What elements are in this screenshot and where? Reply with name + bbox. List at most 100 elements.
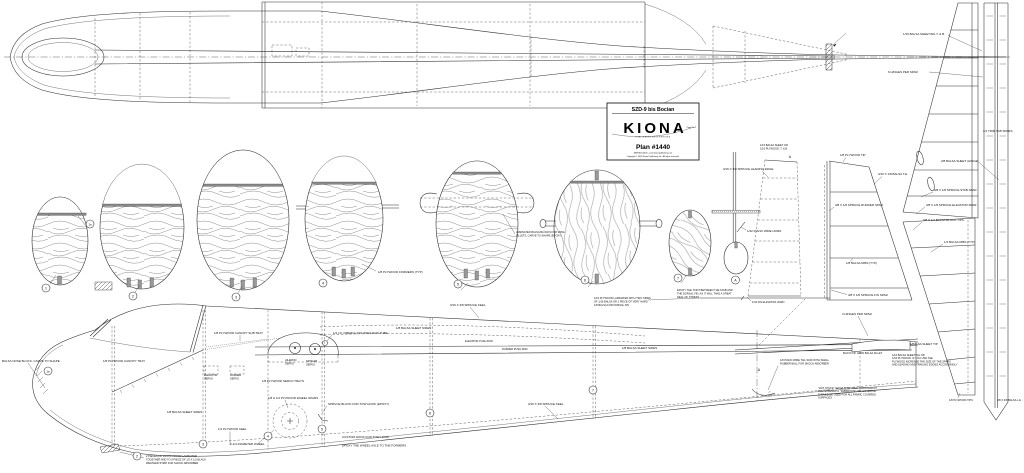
label-fin-spar: 3/8 X 1/8 SPRUCE FIN SPAR	[848, 293, 889, 297]
station-7-tag: 7	[592, 388, 594, 392]
label-sheet-sides-2: 1/8 BALSA SHEET SIDES	[396, 326, 431, 330]
station-6-tag: 6	[429, 411, 431, 415]
dorsal-fin-note: 1/16 PLYWOOD LAMINATED WITH TWO SIDES OF…	[594, 296, 701, 307]
label-wing-fillets-1: LAMINATED BALSA BLOCKS FOR WING	[516, 230, 565, 234]
fin-frame-view: 1/8 PLYWOOD TIP 3/16 X 1/8 BALSA T.E. 3/…	[824, 153, 913, 301]
label-canopy-tray: 1/8 PLYWOOD CANOPY TRAY	[103, 359, 145, 363]
former-7-tag: 7	[677, 276, 679, 280]
plan-number: Plan #1440	[636, 144, 670, 151]
label-trim-tab-spars: 1/4 TRIM TAB SPARS	[983, 129, 1012, 133]
label-shock-note-1: 2 PIECES OF 1/16 PLYWOOD LAMINATED	[146, 454, 197, 458]
weather-strip-part	[94, 281, 113, 291]
label-plywood-tip: 1/8 PLYWOOD TIP	[840, 153, 866, 157]
label-rudder-spar: 3/8 X 1/8 SPRUCE RUDDER SPAR	[835, 203, 884, 207]
label-plywood-tips: 1/8 PLYWOOD TIPS	[949, 398, 973, 402]
label-balsa-le: 3/8 X 3/8 BALSA L.E.	[997, 398, 1022, 402]
label-plywood-formers: 1/8 PLYWOOD FORMERS (TYP)	[378, 270, 423, 274]
label-spoiler-servo-2: SERVO	[306, 362, 315, 366]
station-5-tag: 5	[321, 427, 323, 431]
label-stab-joint-3: DEAL OF STRESS	[677, 295, 699, 299]
page-note: Page 1 of 2	[687, 127, 696, 129]
label-balsa-sheet-tip: 3/8 BALSA SHEET TIP	[907, 342, 938, 346]
label-spruce-keel-bottom: 3/16 X 3/8 SPRUCE KEEL	[528, 402, 564, 406]
stab-hinge-strip: 1/16 BALSA SHEETING T. & B. 6 HINGES PER…	[888, 2, 1012, 421]
label-covering-note-4: AND LEADING AND TRAILING EDGES ACCORDING…	[892, 363, 958, 367]
title-block: SZD-9 bis Bocian KIONA PUBLISHING ENTERP…	[606, 102, 700, 161]
fuselage-top-view	[4, 1, 1010, 111]
wing-saddle-top-view	[261, 1, 707, 111]
former-2: 2	[99, 163, 185, 301]
former-1-tag: 1	[45, 286, 47, 290]
label-balsa-sheet-hinge: 3/8 BALSA SHEET (HINGE)	[941, 159, 979, 163]
former-6: 6	[539, 169, 663, 288]
label-shock-note-2: TOGETHER AND TO A PIECE OF 1/2 X 1/2 BLA…	[146, 457, 206, 461]
label-dorsal-note-3: 1/8 BALSA FOR DORSAL FIN	[594, 303, 629, 307]
label-stab-spar: 3/8 X 1/8 SPRUCE STAB SPAR	[934, 188, 977, 192]
label-dorsal-note-1: 1/16 PLYWOOD LAMINATED WITH TWO SIDES	[594, 296, 651, 300]
arrowhead	[833, 43, 837, 47]
station-4-tag: 4	[267, 434, 269, 438]
label-nose-block: BALSA NOSE BLOCK, CARVE TO SHAPE	[2, 359, 60, 363]
label-balsa-block-tips: 3/8 X 1/4 BALSA BLOCK TIPS	[923, 218, 964, 222]
former-2-tag: 2	[132, 294, 134, 298]
former-5-tag: 5	[457, 282, 459, 286]
label-adhesive-note-3: SHOULD BE USED FOR ALL FABRIC COVERED	[818, 392, 876, 396]
station-3-tag: 3	[202, 442, 204, 446]
brand-logo: KIONA	[623, 120, 686, 137]
fin-post-part-a: A 1/32 PIANO WIRE HORN 3/16 X 3/8 SPRUCE…	[711, 152, 781, 285]
stab-top-view	[712, 25, 847, 89]
former-1a-tag: 1a	[88, 222, 92, 226]
plan-model-title: SZD-9 bis Bocian	[632, 107, 675, 113]
tow-hook	[317, 413, 329, 422]
fin-a-tag: A	[789, 155, 792, 159]
fin-sheeting-views: 3/8 BALSA SHEET TIP 1/16 BALSA SHEETING …	[892, 342, 1022, 402]
label-sheet-sides-3: 1/8 BALSA SHEET SIDES	[622, 346, 657, 350]
label-adhesive-note-1: "HOT STUFF" SHOULD BE USED THROUGHOUT	[818, 386, 878, 390]
label-canopy-sub-tray: 1/8 PLYWOOD CANOPY SUB TRAY	[214, 331, 263, 335]
former-4: 4 1/8 PLYWOOD FORMERS (TYP)	[296, 155, 423, 288]
label-tow-hook-block: SPRUCE BLOCK FOR TOW HOOK (EPOXY)	[328, 402, 389, 406]
tail-fillet-block	[851, 339, 911, 353]
copyright-line: Copyright © 2005 Kiona Publishing, Inc. …	[627, 155, 680, 158]
part-a-tag: A	[734, 278, 737, 282]
label-covering-note-1: 1/16 BALSA SHEETING OR	[892, 353, 925, 357]
fin-covered-view: A 1/16 BALSA SHEET OR 1/16 PLYWOOD, T. &…	[700, 143, 830, 304]
label-balsa-sheeting-tb: 1/16 BALSA SHEETING T. & B.	[903, 32, 945, 36]
label-aileron-servo-1: AILERON	[285, 358, 297, 362]
label-fin-sheet-1: 1/16 BALSA SHEET OR	[760, 143, 788, 147]
label-wing-fillets-2: FILLETS, CARVE TO SHAPE (EPOXY)	[516, 234, 562, 238]
label-shock-note-3: WEATHER STRIP FOR SHOCK ABSORBER	[146, 461, 198, 465]
wing-rod-tube-section	[322, 340, 328, 346]
label-elevator-spar: 3/8 X 1/8 SPRUCE ELEVATOR SPAR	[926, 203, 977, 207]
label-aileron-servo-2: SERVO	[285, 361, 294, 365]
elevator-frame-view	[902, 217, 976, 396]
label-fin-elevator-horn: 1/32 FIN ELEVATOR HORN	[752, 300, 785, 304]
label-spruce-keel-top: 3/16 X 3/8 SPRUCE KEEL	[450, 303, 486, 307]
logo-swoosh	[611, 126, 695, 137]
shock-absorber-strip	[99, 443, 121, 454]
label-balsa-fillet-block: BLOCK OF HARD BALSA FILLET	[843, 351, 883, 355]
label-elevator-servo-1: ELEVATOR	[204, 373, 218, 377]
main-wheel	[272, 403, 308, 439]
label-stab-joint-2: THE DORSAL FIN, AS IT WILL TAKE A GREAT	[677, 292, 732, 296]
label-elevator-push-rod: ELEVATOR PUSH ROD	[465, 339, 493, 343]
label-elevator-servo-2: SERVO	[204, 376, 213, 380]
label-plywood-keel: 1/4 PLYWOOD KEEL	[218, 427, 247, 431]
label-wing-rod-tube: 1/4 I.D. FIBERGLASS WING ROD TUBE	[333, 331, 388, 335]
label-rudder-servo-1: RUDDER	[230, 373, 241, 377]
label-covering-note-3: PLYWOOD INCREASE THE SIZE OF THE SPARS	[892, 359, 951, 363]
station-1a-tag: 1a	[46, 369, 50, 373]
label-fin-sheet-2: 1/16 PLYWOOD, T. & B.	[760, 147, 788, 151]
tail-skid-wire	[751, 388, 776, 396]
label-wheel-dia: 2-1/4 DIAMETER WHEEL	[230, 442, 265, 446]
label-balsa-ribs-eighth: 1/8 BALSA RIBS (TYP)	[846, 261, 877, 265]
stab-frame-view	[902, 2, 979, 219]
former-1: 1 1a	[31, 196, 113, 293]
station-a-tag: A	[758, 368, 761, 372]
label-tail-skid-2: RUBBER BALL FOR SHOCK ABSORBER	[780, 361, 829, 365]
publisher-contact: (888) 823-0456 - www.kionapublishing.com	[634, 153, 673, 155]
former-3-tag: 3	[235, 295, 237, 299]
label-balsa-te: 3/16 X 1/8 BALSA T.E.	[878, 172, 908, 176]
former-5: 5 LAMINATED BALSA BLOCKS FOR WING FILLET…	[419, 160, 565, 291]
